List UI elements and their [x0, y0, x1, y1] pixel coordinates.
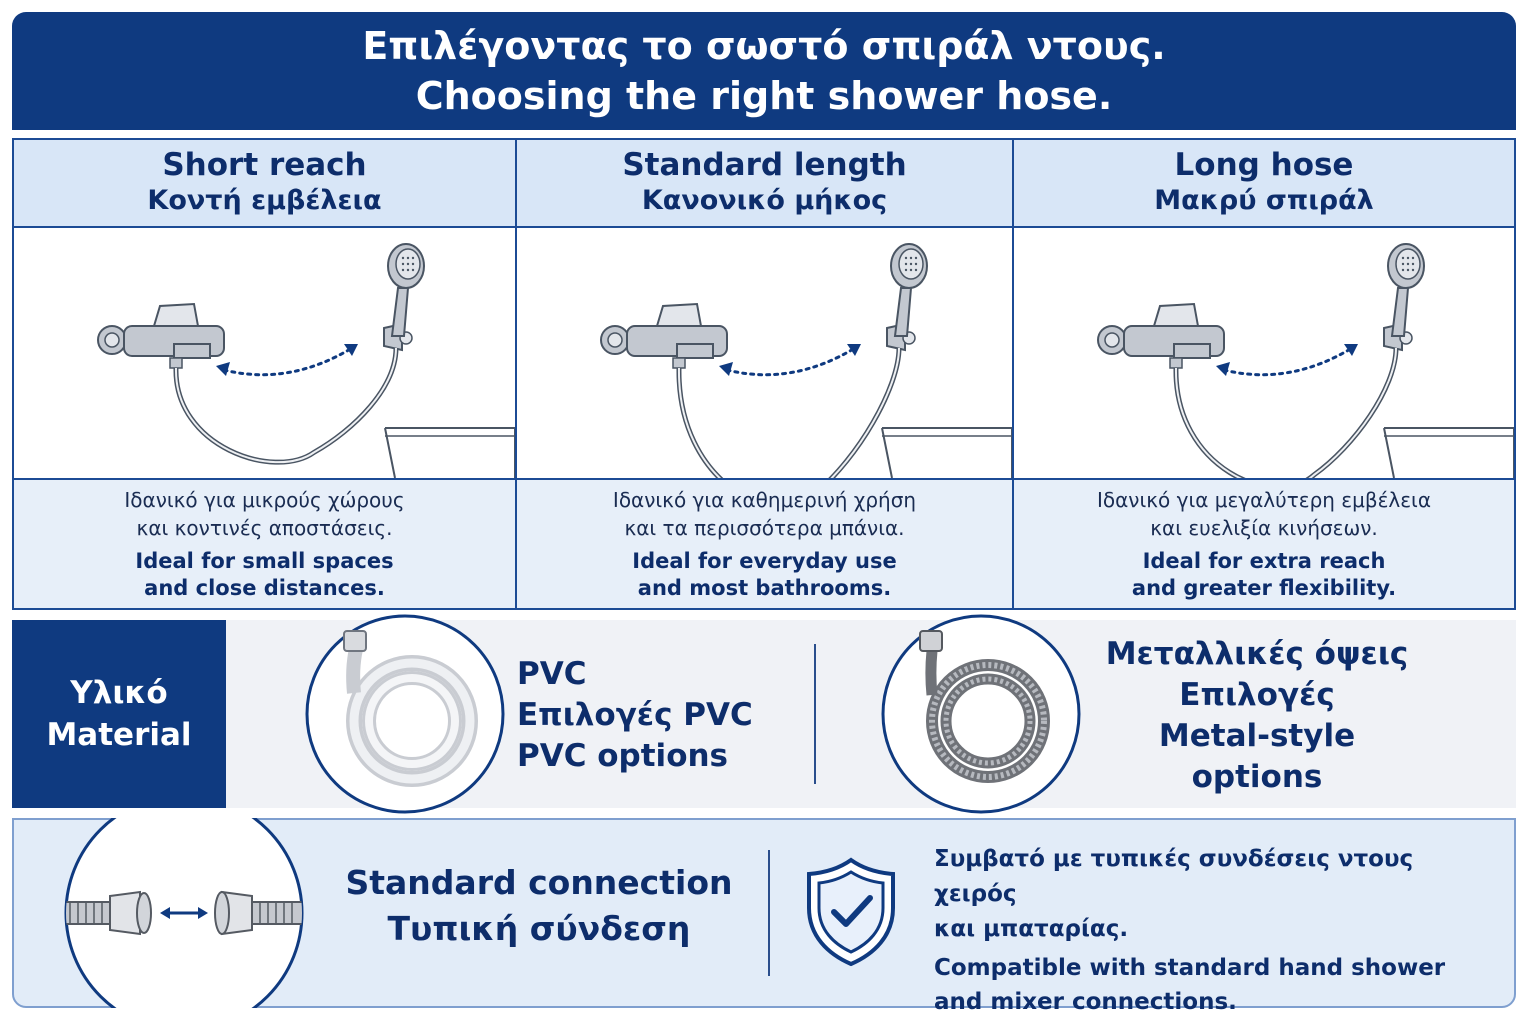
length-name-en: Standard length [622, 147, 907, 183]
compat-en-line2: and mixer connections. [934, 989, 1237, 1015]
metal-line4: options [1191, 759, 1323, 795]
compatibility-text: Συμβατό με τυπικές συνδέσεις ντους χειρό… [934, 842, 1494, 1019]
material-label-en: Material [46, 717, 192, 753]
desc-en-line1: Ideal for everyday use [632, 549, 897, 573]
length-name-gr: Μακρύ σπιράλ [1154, 185, 1374, 216]
material-section: Υλικό Material PVC Επιλογές PVC PVC opti… [12, 614, 1516, 814]
shower-mixer-hose-icon [97, 243, 515, 478]
shield-check-icon [807, 857, 895, 967]
desc-en-line2: and close distances. [144, 576, 385, 600]
reach-arrow-icon [216, 344, 358, 377]
desc-gr-line1: Ιδανικό για μεγαλύτερη εμβέλεια [1096, 488, 1432, 512]
desc-gr-line1: Ιδανικό για καθημερινή χρήση [612, 488, 917, 512]
column-heading: Long hose Μακρύ σπιράλ [1014, 140, 1514, 228]
metal-option-text: Μεταλλικές όψεις Επιλογές Metal-style op… [1072, 634, 1442, 798]
column-description: Ιδανικό για μεγαλύτερη εμβέλεια και ευελ… [1014, 480, 1514, 608]
desc-en: Ideal for extra reach and greater flexib… [1014, 548, 1514, 602]
hand-shower-icon [1383, 243, 1425, 352]
desc-gr-line2: και τα περισσότερα μπάνια. [624, 516, 905, 540]
connection-title-en: Standard connection [345, 863, 733, 902]
shower-illustration [517, 228, 1012, 480]
connector-fittings-icon [64, 818, 304, 1008]
metal-line2: Επιλογές [1179, 677, 1335, 713]
pvc-line2: Επιλογές PVC [517, 697, 753, 733]
hose-line [1173, 347, 1399, 478]
compat-gr-line2: και μπαταρίας. [934, 916, 1129, 942]
compat-gr-line1: Συμβατό με τυπικές συνδέσεις ντους χειρό… [934, 846, 1414, 907]
material-label: Υλικό Material [12, 620, 226, 808]
connection-section: Standard connection Τυπική σύνδεση Συμβα… [12, 818, 1516, 1015]
metal-hose-icon [881, 614, 1081, 814]
page-header: Επιλέγοντας το σωστό σπιράλ ντους. Choos… [12, 12, 1516, 130]
connection-title-gr: Τυπική σύνδεση [387, 909, 691, 948]
pvc-line3: PVC options [517, 738, 729, 774]
title-greek: Επιλέγοντας το σωστό σπιράλ ντους. [362, 24, 1166, 68]
length-name-gr: Κοντή εμβέλεια [147, 185, 382, 216]
reach-arrow-icon [1216, 344, 1358, 377]
length-column-standard: Standard length Κανονικό μήκος Ιδανικό γ… [517, 140, 1014, 608]
column-description: Ιδανικό για μικρούς χώρους και κοντινές … [14, 480, 515, 608]
length-name-en: Long hose [1174, 147, 1354, 183]
pvc-hose-icon [305, 614, 505, 814]
desc-en-line2: and greater flexibility. [1131, 576, 1397, 600]
shower-illustration [1014, 228, 1514, 480]
mixer-tap-icon [97, 302, 225, 369]
pvc-line1: PVC [517, 656, 587, 692]
column-heading: Short reach Κοντή εμβέλεια [14, 140, 515, 228]
material-label-gr: Υλικό [70, 675, 168, 711]
pvc-option-text: PVC Επιλογές PVC PVC options [517, 654, 753, 777]
desc-en-line2: and most bathrooms. [637, 576, 892, 600]
desc-en: Ideal for everyday use and most bathroom… [517, 548, 1012, 602]
mixer-tap-icon [1097, 302, 1225, 369]
desc-gr-line2: και κοντινές αποστάσεις. [136, 516, 393, 540]
reach-arrow-icon [719, 344, 861, 377]
length-column-long: Long hose Μακρύ σπιράλ Ιδανικό για μεγαλ… [1014, 140, 1514, 608]
metal-line3: Metal-style [1158, 718, 1356, 754]
hose-line [173, 347, 399, 465]
metal-line1: Μεταλλικές όψεις [1105, 636, 1409, 672]
shower-illustration [14, 228, 515, 480]
material-divider [814, 644, 816, 784]
desc-gr-line2: και ευελιξία κινήσεων. [1150, 516, 1378, 540]
hand-shower-icon [886, 243, 928, 352]
shower-mixer-hose-icon [600, 243, 1012, 478]
compat-en-line1: Compatible with standard hand shower [934, 955, 1446, 981]
connection-divider [768, 850, 770, 976]
desc-en: Ideal for small spaces and close distanc… [14, 548, 515, 602]
desc-en-line1: Ideal for extra reach [1142, 549, 1386, 573]
hose-line [676, 347, 902, 478]
length-name-gr: Κανονικό μήκος [641, 185, 888, 216]
column-heading: Standard length Κανονικό μήκος [517, 140, 1012, 228]
length-name-en: Short reach [162, 147, 367, 183]
column-description: Ιδανικό για καθημερινή χρήση και τα περι… [517, 480, 1012, 608]
title-english: Choosing the right shower hose. [415, 74, 1113, 118]
length-comparison-grid: Short reach Κοντή εμβέλεια Ιδανικό για μ… [12, 138, 1516, 610]
hand-shower-icon [383, 243, 425, 352]
compat-en: Compatible with standard hand shower and… [934, 951, 1494, 1019]
desc-en-line1: Ideal for small spaces [135, 549, 394, 573]
connection-title: Standard connection Τυπική σύνδεση [334, 860, 744, 952]
shower-mixer-hose-icon [1097, 243, 1514, 478]
mixer-tap-icon [600, 302, 728, 369]
desc-gr-line1: Ιδανικό για μικρούς χώρους [124, 488, 405, 512]
length-column-short: Short reach Κοντή εμβέλεια Ιδανικό για μ… [14, 140, 517, 608]
